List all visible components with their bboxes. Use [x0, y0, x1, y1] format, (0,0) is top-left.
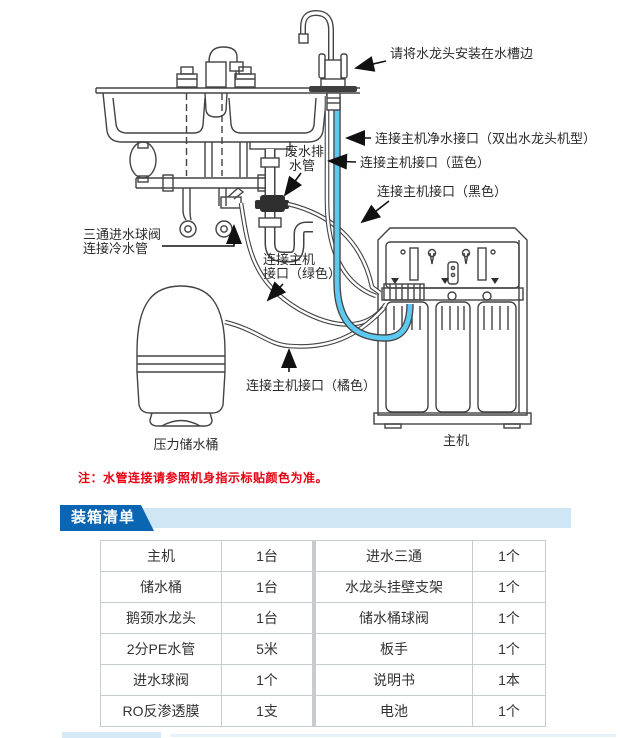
arrestor-bulb-icon: [129, 141, 157, 183]
footer-accent-bar: [62, 732, 161, 738]
label-threeway-1: 三通进水球阀: [83, 227, 161, 242]
label-orange-port: 连接主机接口（橘色）: [246, 378, 376, 393]
qty-cell: 1本: [472, 664, 546, 696]
qty-cell: 1台: [221, 602, 315, 634]
item-cell: RO反渗透膜: [100, 695, 222, 727]
table-row: RO反渗透膜 1支 电池 1个: [100, 695, 546, 727]
color-reference-note: 注：水管连接请参照机身指示标贴颜色为准。: [78, 471, 329, 485]
drain-pipe: [249, 141, 313, 263]
item-cell: 储水桶球阀: [312, 602, 473, 634]
three-way-valve-icon: [220, 187, 245, 209]
mounting-panel-icon: [385, 241, 520, 289]
label-threeway-2: 连接冷水管: [83, 241, 148, 256]
drain-saddle-icon: [255, 195, 289, 212]
kitchen-faucet-icon: [176, 46, 256, 88]
callout-arrows: [162, 56, 390, 372]
item-cell: 说明书: [312, 664, 473, 696]
label-black-port: 连接主机接口（黑色）: [377, 184, 507, 199]
qty-cell: 1个: [472, 602, 546, 634]
qty-cell: 1支: [221, 695, 315, 727]
packing-list-header: 装箱清单: [60, 505, 571, 531]
filter-cartridges-icon: [385, 301, 517, 413]
label-green-2: 接口（绿色）: [263, 266, 341, 281]
qty-cell: 5米: [221, 633, 315, 665]
qty-cell: 1台: [221, 571, 315, 603]
gooseneck-faucet-icon: [298, 9, 357, 111]
table-row: 储水桶 1台 水龙头挂壁支架 1个: [100, 571, 546, 603]
item-cell: 进水三通: [312, 540, 473, 572]
item-cell: 2分PE水管: [100, 633, 222, 665]
qty-cell: 1台: [221, 540, 315, 572]
item-cell: 主机: [100, 540, 222, 572]
item-cell: 进水球阀: [100, 664, 222, 696]
item-cell: 储水桶: [100, 571, 222, 603]
main-unit: [373, 227, 532, 429]
label-waste-1: 废水排: [285, 144, 324, 159]
qty-cell: 1个: [472, 633, 546, 665]
item-cell: 电池: [312, 695, 473, 727]
table-row: 进水球阀 1个 说明书 1本: [100, 664, 546, 696]
footer-line: [170, 734, 616, 737]
tubing: [224, 96, 414, 349]
main-unit-caption: 主机: [443, 433, 469, 448]
label-blue-port: 连接主机接口（蓝色）: [360, 155, 490, 170]
tank-caption: 压力储水桶: [153, 437, 218, 452]
packing-list-table: 主机 1台 进水三通 1个 储水桶 1台 水龙头挂壁支架 1个 鹅颈水龙头 1台…: [100, 540, 546, 727]
header-accent-bar: [120, 508, 571, 528]
pressure-tank: [136, 285, 226, 427]
item-cell: 板手: [312, 633, 473, 665]
label-green-1: 连接主机: [263, 252, 315, 267]
blue-tube: [333, 96, 414, 342]
qty-cell: 1个: [472, 695, 546, 727]
label-faucet-install: 请将水龙头安装在水槽边: [390, 46, 533, 61]
qty-cell: 1个: [472, 571, 546, 603]
section-title: 装箱清单: [60, 505, 155, 531]
table-row: 鹅颈水龙头 1台 储水桶球阀 1个: [100, 602, 546, 634]
qty-cell: 1个: [472, 540, 546, 572]
sink-and-counter: [95, 46, 360, 238]
item-cell: 水龙头挂壁支架: [312, 571, 473, 603]
installation-diagram: 请将水龙头安装在水槽边 连接主机净水接口（双出水龙头机型） 连接主机接口（蓝色）…: [83, 9, 596, 452]
label-purified-port: 连接主机净水接口（双出水龙头机型）: [375, 131, 596, 146]
table-row: 主机 1台 进水三通 1个: [100, 540, 546, 572]
label-waste-2: 水管: [289, 158, 315, 173]
table-row: 2分PE水管 5米 板手 1个: [100, 633, 546, 665]
item-cell: 鹅颈水龙头: [100, 602, 222, 634]
qty-cell: 1个: [221, 664, 315, 696]
